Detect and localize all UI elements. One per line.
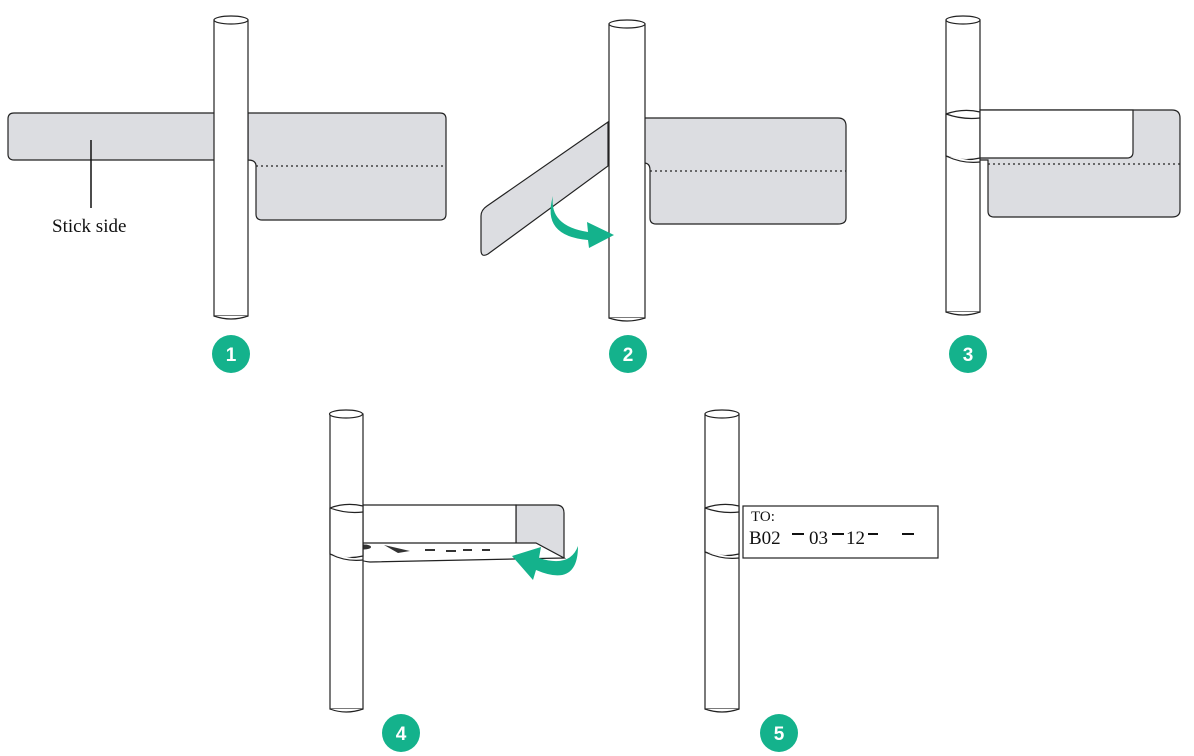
- label-strip-folding: [480, 120, 609, 256]
- svg-text:4: 4: [396, 724, 407, 745]
- cable-pole: [213, 19, 249, 317]
- label-flag-white: [979, 109, 1134, 159]
- fold-arrow-icon: [550, 196, 614, 248]
- step-badge-2: 2: [609, 335, 647, 373]
- label-code-part-3: 12: [846, 528, 865, 549]
- cable-pole: [608, 23, 646, 319]
- step-badge-5: 5: [760, 714, 798, 752]
- step-badge-4: 4: [382, 714, 420, 752]
- svg-text:1: 1: [226, 345, 237, 366]
- step-3: 3: [945, 15, 1181, 373]
- label-strip-left: [7, 112, 217, 161]
- cable-pole: [945, 19, 981, 313]
- label-code-part-1: B02: [749, 528, 781, 549]
- finished-label: [742, 505, 939, 559]
- stick-side-label: Stick side: [52, 216, 126, 237]
- step-5: TO: B02 03 12 5: [704, 409, 939, 752]
- fold-arrow-icon: [512, 546, 578, 580]
- svg-text:3: 3: [963, 345, 974, 366]
- svg-text:2: 2: [623, 345, 634, 366]
- label-code-part-2: 03: [809, 528, 828, 549]
- step-1: Stick side 1: [7, 15, 447, 373]
- svg-text:5: 5: [774, 724, 785, 745]
- step-badge-1: 1: [212, 335, 250, 373]
- cable-pole: [329, 413, 364, 710]
- step-2: 2: [480, 19, 847, 373]
- cable-pole: [704, 413, 740, 710]
- step-4: 4: [328, 409, 578, 752]
- step-badge-3: 3: [949, 335, 987, 373]
- label-to-text: TO:: [751, 509, 775, 525]
